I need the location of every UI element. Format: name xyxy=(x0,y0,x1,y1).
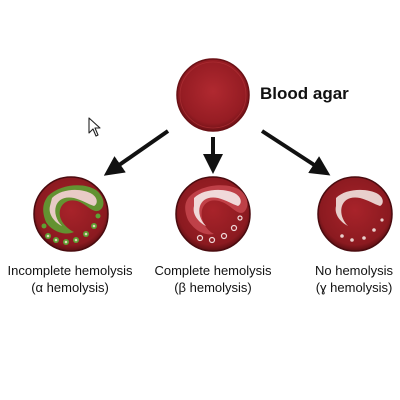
plate-gamma-hemolysis xyxy=(317,176,393,252)
plate-alpha-hemolysis xyxy=(33,176,109,252)
caption-beta-hemolysis: Complete hemolysis (β hemolysis) xyxy=(143,262,283,296)
plate-beta-hemolysis xyxy=(175,176,251,252)
caption-gamma-line1: No hemolysis xyxy=(314,263,394,278)
arrow-to-alpha xyxy=(103,129,170,176)
caption-gamma-line2: (ɣ hemolysis) xyxy=(315,280,393,295)
blood-agar-plate xyxy=(176,58,250,132)
caption-alpha-line2: (α hemolysis) xyxy=(31,280,109,295)
caption-beta-line2: (β hemolysis) xyxy=(174,280,252,295)
caption-alpha-line1: Incomplete hemolysis xyxy=(7,263,133,278)
caption-gamma-hemolysis: No hemolysis (ɣ hemolysis) xyxy=(284,262,400,296)
arrow-to-gamma xyxy=(260,129,331,176)
blood-agar-title: Blood agar xyxy=(260,84,349,103)
caption-beta-line1: Complete hemolysis xyxy=(154,263,272,278)
arrows xyxy=(103,129,331,176)
mouse-pointer-icon xyxy=(88,117,101,137)
caption-alpha-hemolysis: Incomplete hemolysis (α hemolysis) xyxy=(0,262,140,296)
